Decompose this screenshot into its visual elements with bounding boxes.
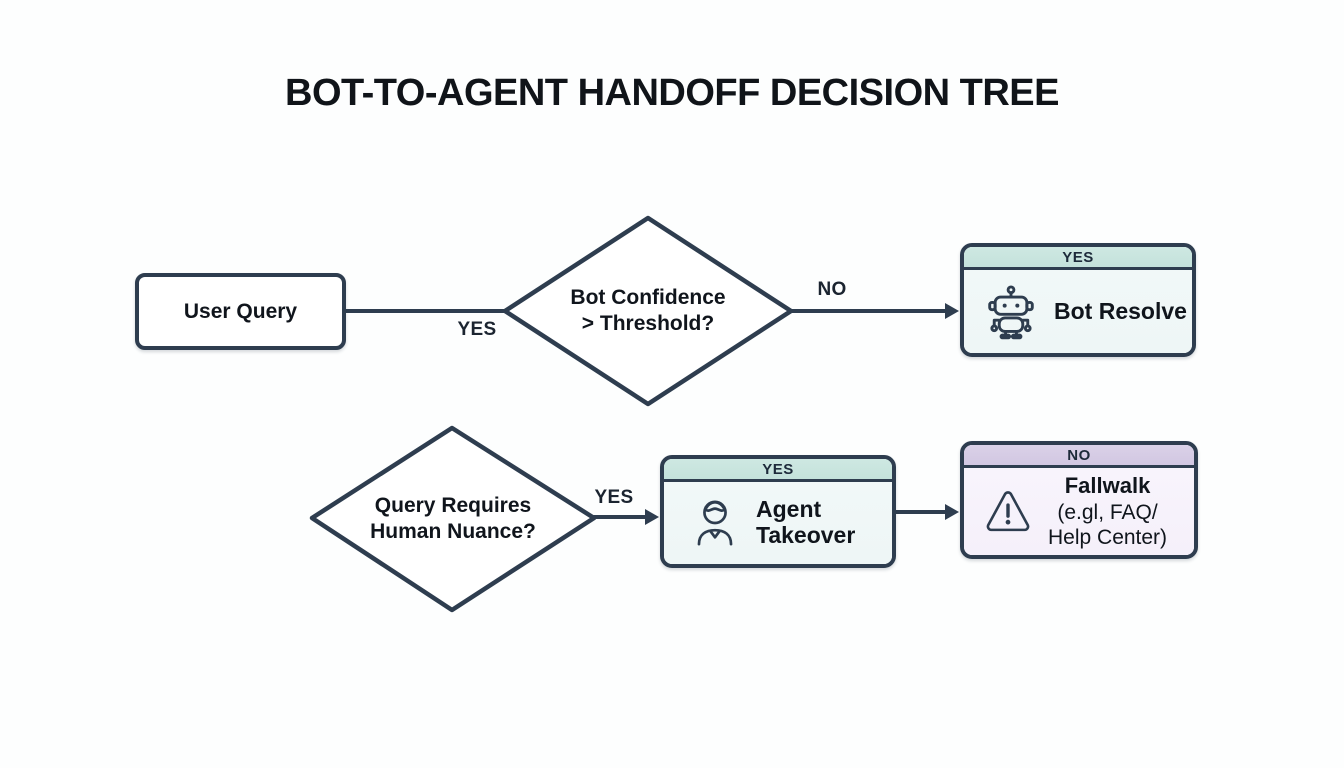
bot-resolve-body: Bot Resolve (964, 270, 1192, 353)
person-icon (697, 500, 733, 546)
decision-nuance-label: Query Requires Human Nuance? (370, 493, 536, 543)
agent-takeover-body: Agent Takeover (664, 482, 892, 564)
fallback-label: Fallwalk (e.gl, FAQ/ Help Center) (1048, 473, 1168, 549)
agent-takeover-header-badge: YES (664, 459, 892, 482)
bot-resolve-header-badge: YES (964, 247, 1192, 270)
robot-icon (988, 284, 1034, 339)
edge-label-no-confidence-to-bot: NO (817, 279, 847, 300)
node-decision-bot-confidence: Bot Confidence > Threshold? (500, 213, 796, 409)
node-agent-takeover: YES Agent Takeover (660, 455, 896, 568)
fallback-header-badge: NO (964, 445, 1194, 468)
node-user-query: User Query (135, 273, 346, 350)
warning-icon (986, 490, 1030, 531)
user-query-label: User Query (183, 299, 298, 323)
fallback-body: Fallwalk (e.gl, FAQ/ Help Center) (964, 468, 1194, 555)
node-bot-resolve: YES Bot Resolve (960, 243, 1196, 357)
edge-label-yes-nuance-to-agent: YES (594, 487, 634, 508)
node-fallback: NO Fallwalk (e.gl, FAQ/ Help Center) (960, 441, 1198, 559)
bot-resolve-label: Bot Resolve (1054, 297, 1187, 324)
decision-confidence-label: Bot Confidence > Threshold? (570, 285, 726, 335)
edge-label-yes-user-to-confidence: YES (457, 319, 497, 340)
diamond-shape (502, 215, 794, 407)
diagram-title: BOT-TO-AGENT HANDOFF DECISION TREE (285, 72, 1059, 114)
diamond-shape (309, 425, 597, 613)
agent-takeover-label: Agent Takeover (756, 496, 856, 548)
node-decision-human-nuance: Query Requires Human Nuance? (307, 423, 599, 615)
